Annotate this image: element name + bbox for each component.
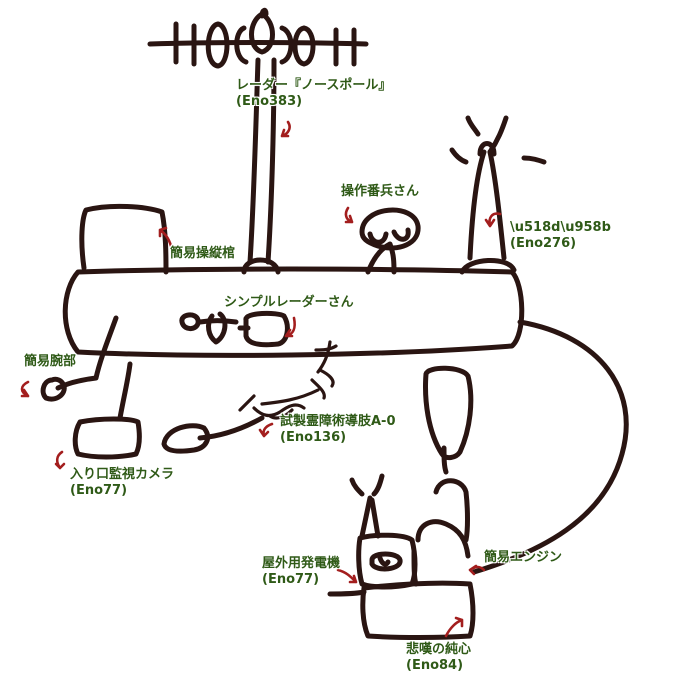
- pointer-arrows: [20, 120, 502, 638]
- label-engine-name: 簡易エンジン: [484, 550, 563, 565]
- main-body: [62, 266, 525, 358]
- arrow-core: [444, 616, 464, 638]
- label-generator: 屋外用発電機 (Eno77): [262, 556, 340, 588]
- entrance-camera-device: [72, 415, 265, 460]
- label-prototype-limb-eno: (Eno136): [280, 430, 347, 445]
- label-core: 悲嘆の純心 (Eno84): [406, 642, 471, 674]
- arrow-simple-radar: [284, 316, 297, 338]
- label-arm: 簡易腕部: [24, 354, 76, 370]
- label-generator-eno: (Eno77): [262, 572, 320, 587]
- label-operator-name: 操作番兵さん: [341, 184, 420, 199]
- label-radar-name: レーダー『ノースポール』: [236, 78, 392, 93]
- label-prototype-limb-name: 試製霊障術導肢A-0: [280, 414, 396, 429]
- arrow-generator: [336, 568, 358, 584]
- arrow-prototype-limb: [258, 422, 274, 438]
- label-arm-name: 簡易腕部: [24, 354, 77, 369]
- label-control-seat: 簡易操縦棺: [170, 246, 235, 262]
- lower-machinery: [327, 365, 476, 640]
- label-warning-name: \u518d\u958b: [510, 220, 611, 235]
- arrow-warning: [484, 212, 502, 228]
- arrow-radar: [280, 120, 291, 138]
- arrow-arm: [20, 380, 30, 398]
- warning-stack: [449, 115, 547, 275]
- label-simple-radar: シンプルレーダーさん: [224, 295, 354, 311]
- simple-arm: [40, 315, 133, 421]
- prototype-limb-device: [238, 340, 338, 420]
- label-radar: レーダー『ノースポール』 (Eno383): [236, 78, 391, 110]
- arrow-operator: [344, 206, 354, 224]
- label-simple-radar-name: シンプルレーダーさん: [224, 295, 354, 310]
- label-warning: \u518d\u958b (Eno276): [510, 220, 611, 252]
- label-operator: 操作番兵さん: [341, 184, 419, 200]
- radar-antenna: [147, 7, 369, 275]
- label-warning-eno: (Eno276): [510, 236, 577, 251]
- label-entrance-camera-eno: (Eno77): [70, 483, 128, 498]
- label-entrance-camera-name: 入り口監視カメラ: [70, 467, 175, 482]
- arrow-control-seat: [158, 226, 174, 252]
- arrow-entrance-camera: [54, 450, 66, 470]
- label-control-seat-name: 簡易操縦棺: [170, 246, 236, 261]
- label-entrance-camera: 入り口監視カメラ (Eno77): [70, 467, 174, 499]
- arrow-engine: [468, 564, 486, 576]
- power-cable: [471, 319, 629, 575]
- label-prototype-limb: 試製霊障術導肢A-0 (Eno136): [280, 414, 396, 446]
- operator-sentry: [359, 207, 421, 275]
- label-core-eno: (Eno84): [406, 658, 464, 673]
- control-seat-box: [79, 203, 169, 275]
- label-generator-name: 屋外用発電機: [262, 556, 341, 571]
- label-radar-eno: (Eno383): [236, 94, 303, 109]
- label-core-name: 悲嘆の純心: [406, 642, 472, 657]
- label-engine: 簡易エンジン: [484, 550, 562, 566]
- simple-radar-device: [179, 310, 290, 348]
